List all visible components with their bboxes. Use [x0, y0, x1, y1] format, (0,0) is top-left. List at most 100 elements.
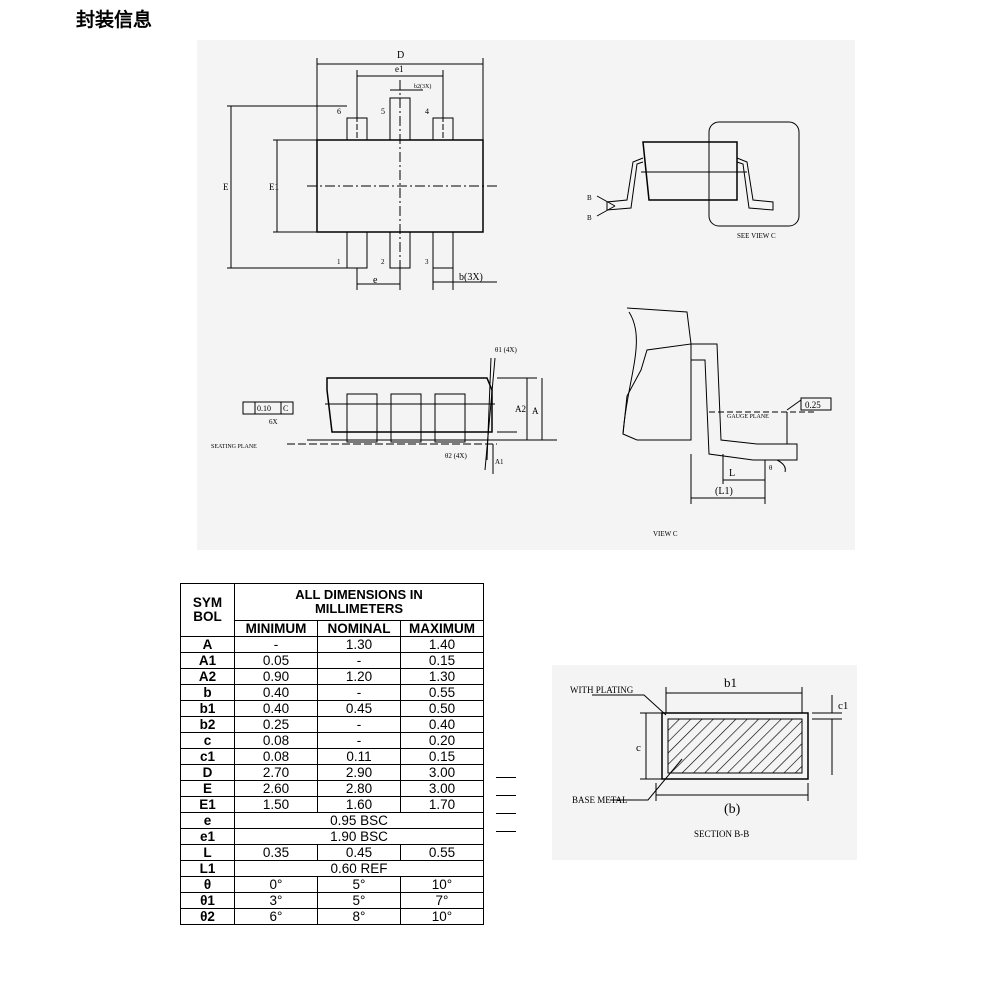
theta1-label: θ1 (4X) — [495, 346, 517, 354]
sym-cell: L — [180, 844, 235, 861]
value-cell: 1.90 BSC — [234, 828, 484, 845]
value-cell-max: 0.55 — [400, 844, 484, 861]
sym-cell: A2 — [180, 668, 235, 685]
value-cell-nom: 0.45 — [317, 844, 401, 861]
value-cell-min: 0.08 — [234, 748, 318, 765]
value-cell-nom: 2.80 — [317, 780, 401, 797]
value-cell-nom: 0.11 — [317, 748, 401, 765]
value-cell-nom: 5° — [317, 892, 401, 909]
sym-cell: D — [180, 764, 235, 781]
sym-cell: e — [180, 812, 235, 829]
base-metal-label: BASE METAL — [572, 795, 628, 805]
value-cell-min: 0.40 — [234, 700, 318, 717]
value-cell-nom: 8° — [317, 908, 401, 925]
dim-A: A — [532, 406, 539, 416]
dim-c1: c1 — [838, 700, 848, 712]
label-B-1: B — [587, 194, 592, 202]
dim-D: D — [397, 50, 404, 61]
dim-A2: A2 — [515, 404, 526, 414]
value-cell-min: - — [234, 636, 318, 653]
col-nominal: NOMINAL — [317, 620, 401, 637]
value-cell-min: 1.50 — [234, 796, 318, 813]
label-B-2: B — [587, 214, 592, 222]
dim-b1: b1 — [724, 675, 737, 690]
dim-c: c — [636, 742, 641, 754]
theta2-label: θ2 (4X) — [445, 452, 467, 460]
col-maximum: MAXIMUM — [400, 620, 484, 637]
extension-line-E1b — [496, 831, 516, 832]
value-cell-min: 2.60 — [234, 780, 318, 797]
sym-cell: e1 — [180, 828, 235, 845]
value-cell-nom: 5° — [317, 876, 401, 893]
with-plating-label: WITH PLATING — [570, 685, 634, 695]
dim-b3x: b(3X) — [459, 272, 483, 283]
sym-cell: A — [180, 636, 235, 653]
dim-L1: (L1) — [715, 486, 733, 497]
sym-cell: c — [180, 732, 235, 749]
value-cell-max: 0.55 — [400, 684, 484, 701]
pin-6: 6 — [337, 107, 341, 116]
dim-b2: b2(3X) — [414, 83, 431, 90]
value-cell-nom: - — [317, 716, 401, 733]
dim-e: e — [373, 275, 378, 286]
value-cell-min: 0.25 — [234, 716, 318, 733]
value-cell-min: 0.05 — [234, 652, 318, 669]
seating-plane-label: SEATING PLANE — [211, 444, 257, 450]
view-c-label: VIEW C — [653, 530, 678, 538]
sym-cell: b2 — [180, 716, 235, 733]
value-cell-nom: - — [317, 652, 401, 669]
dim-e1: e1 — [395, 64, 404, 74]
gauge-plane-label: GAUGE PLANE — [727, 414, 769, 420]
value-cell-max: 1.30 — [400, 668, 484, 685]
value-cell-nom: - — [317, 684, 401, 701]
dim-b: (b) — [724, 802, 741, 817]
see-view-c: SEE VIEW C — [737, 232, 776, 240]
value-cell-max: 3.00 — [400, 764, 484, 781]
page-title: 封装信息 — [76, 9, 153, 31]
theta-label: θ — [769, 464, 773, 472]
sym-cell: θ — [180, 876, 235, 893]
extension-line-E1 — [496, 813, 516, 814]
dim-E: E — [223, 182, 229, 192]
value-cell-min: 0.08 — [234, 732, 318, 749]
dim-A1: A1 — [495, 458, 504, 466]
value-cell-min: 3° — [234, 892, 318, 909]
value-cell-nom: 1.20 — [317, 668, 401, 685]
value-cell-max: 0.15 — [400, 748, 484, 765]
value-cell-min: 0.35 — [234, 844, 318, 861]
pin-2: 2 — [381, 258, 385, 266]
section-caption: SECTION B-B — [694, 829, 749, 839]
gauge-value: 0.25 — [805, 400, 821, 410]
value-cell-max: 0.50 — [400, 700, 484, 717]
extension-line-D — [496, 777, 516, 778]
value-cell-max: 7° — [400, 892, 484, 909]
sym-cell: L1 — [180, 860, 235, 877]
tolerance-ref: C — [283, 404, 288, 413]
value-cell-nom: 1.30 — [317, 636, 401, 653]
value-cell-max: 10° — [400, 908, 484, 925]
sym-cell: E — [180, 780, 235, 797]
pin-5: 5 — [381, 107, 385, 116]
value-cell-min: 2.70 — [234, 764, 318, 781]
value-cell-min: 0.90 — [234, 668, 318, 685]
value-cell-max: 1.70 — [400, 796, 484, 813]
sym-cell: θ1 — [180, 892, 235, 909]
sym-header: SYM BOL — [180, 583, 235, 637]
value-cell-max: 10° — [400, 876, 484, 893]
dimensions-table: SYM BOL ALL DIMENSIONS IN MILLIMETERS MI… — [180, 583, 484, 925]
extension-line-E — [496, 795, 516, 796]
tolerance-value: 0.10 — [257, 404, 271, 413]
